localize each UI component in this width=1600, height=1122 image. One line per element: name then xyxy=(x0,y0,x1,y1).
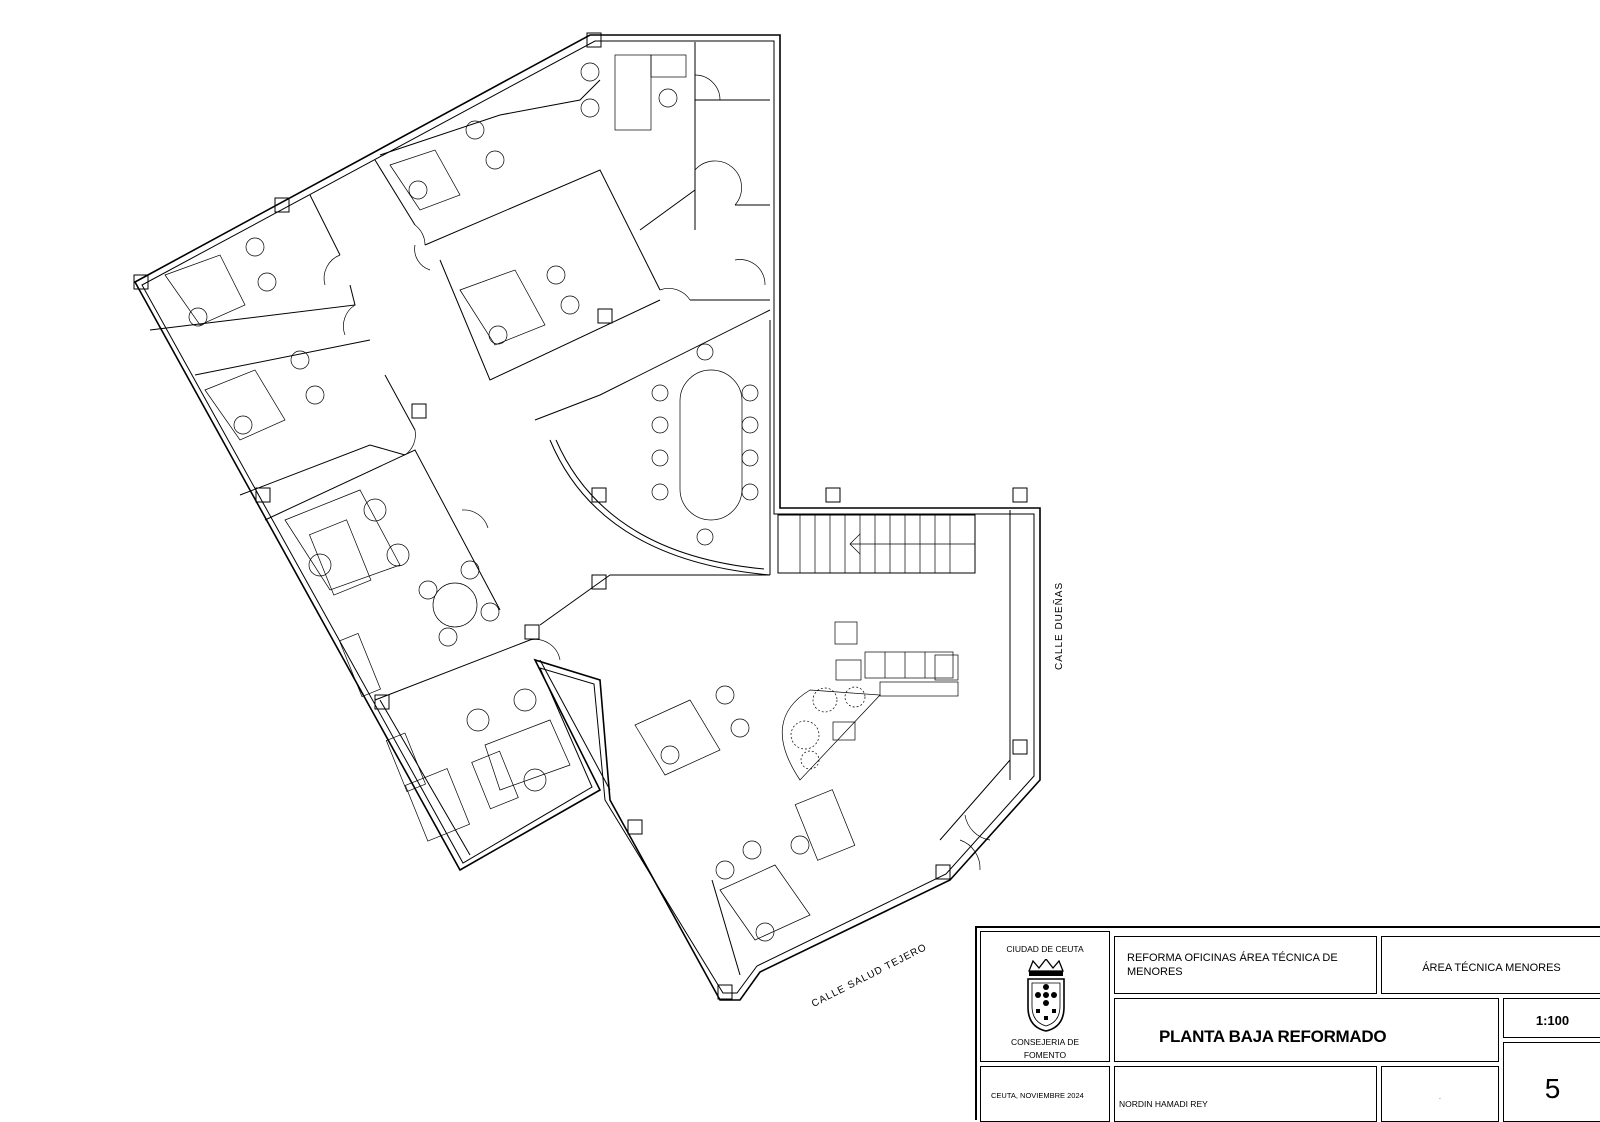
author-cell: NORDIN HAMADI REY xyxy=(1114,1066,1377,1122)
coat-of-arms-icon xyxy=(1027,959,1065,1032)
conference-room xyxy=(549,343,771,576)
drawing-title-cell: PLANTA BAJA REFORMADO xyxy=(1114,998,1499,1062)
date-cell: CEUTA, NOVIEMBRE 2024 xyxy=(980,1066,1110,1122)
area-name: ÁREA TÉCNICA MENORES xyxy=(1422,962,1561,974)
area-cell: ÁREA TÉCNICA MENORES xyxy=(1381,936,1600,994)
author: NORDIN HAMADI REY xyxy=(1119,1099,1208,1109)
owner-department: CONSEJERIA DE FOMENTO xyxy=(1010,1037,1080,1060)
doors xyxy=(323,74,991,871)
drawing-title: PLANTA BAJA REFORMADO xyxy=(1159,1027,1387,1046)
owner-cell: CIUDAD DE CEUTA CONSEJERIA DE FOMENTO xyxy=(980,931,1110,1062)
date: CEUTA, NOVIEMBRE 2024 xyxy=(991,1091,1084,1100)
furniture xyxy=(164,54,811,942)
project-name: REFORMA OFICINAS ÁREA TÉCNICA DE MENORES xyxy=(1127,952,1338,978)
interior-partitions xyxy=(149,42,1011,976)
staircase xyxy=(777,514,976,574)
sheet-number: 5 xyxy=(1544,1073,1561,1104)
title-block: CIUDAD DE CEUTA CONSEJERIA DE FOMENTO RE… xyxy=(975,926,1600,1122)
exterior-walls xyxy=(133,34,1041,1001)
street-label-east: CALLE DUEÑAS xyxy=(1054,581,1065,670)
reception-area xyxy=(781,621,959,861)
columns xyxy=(133,32,1028,1000)
blank-cell: . xyxy=(1381,1066,1499,1122)
project-name-cell: REFORMA OFICINAS ÁREA TÉCNICA DE MENORES xyxy=(1114,936,1377,994)
owner-city: CIUDAD DE CEUTA xyxy=(1006,944,1084,954)
scale-cell: 1:100 xyxy=(1503,998,1600,1038)
scale: 1:100 xyxy=(1535,1013,1570,1028)
sheet-number-cell: 5 xyxy=(1503,1042,1600,1122)
blank-field: . xyxy=(1439,1095,1441,1101)
